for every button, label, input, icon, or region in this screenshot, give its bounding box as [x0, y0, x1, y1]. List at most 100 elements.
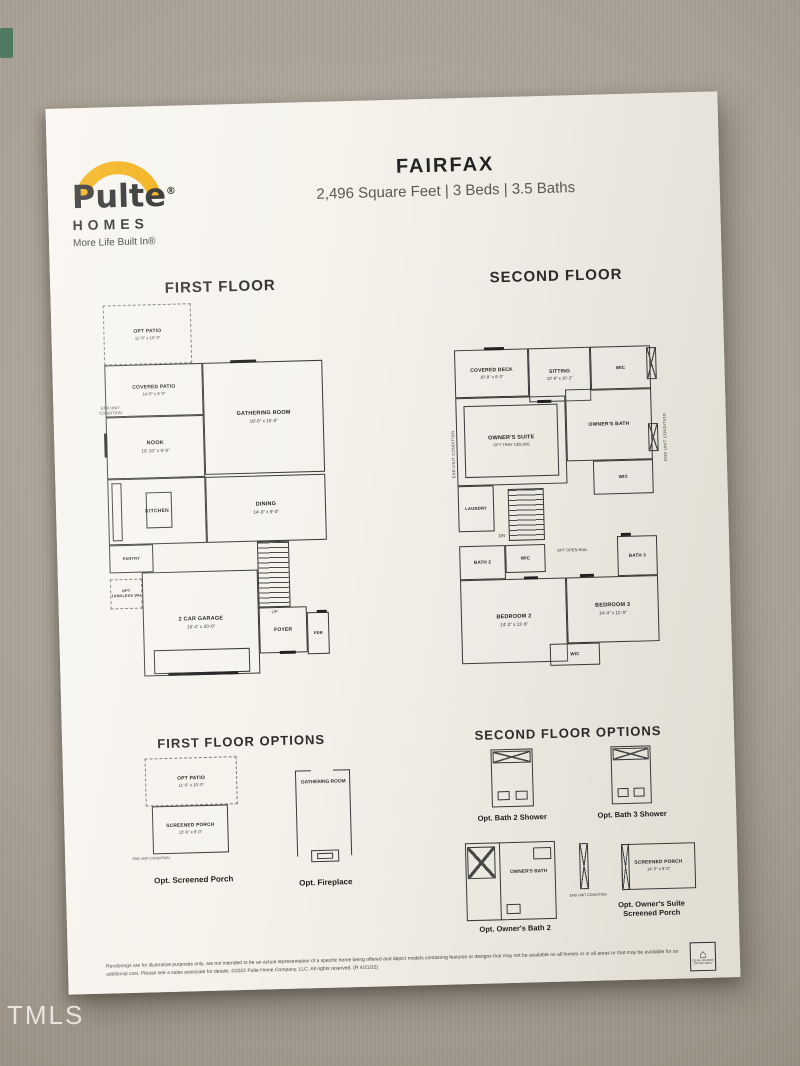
room-dims: 11'-6" x 10'-0"	[178, 781, 205, 788]
room-dims: 11'-0" x 10'-0"	[134, 334, 161, 341]
option-fireplace: GATHERING ROOM Opt. Fireplace	[285, 769, 364, 905]
room-pantry: PANTRY	[108, 544, 154, 574]
door-mark	[316, 609, 327, 614]
pulte-logo: Pulte® HOMES More Life Built In®	[71, 156, 233, 249]
heading-second-floor-options: SECOND FLOOR OPTIONS	[474, 723, 662, 743]
room-dims: 18'-0" x 15'-0"	[249, 417, 278, 424]
equal-housing-logo: ⌂ EQUAL HOUSING OPPORTUNITY	[689, 941, 717, 972]
open-rail-note: OPT OPEN RAIL	[556, 546, 588, 553]
hatch-box	[647, 423, 659, 452]
room-wic-b: WIC	[592, 459, 654, 495]
room-wic-a: WIC	[589, 345, 652, 391]
hatch-box	[645, 347, 657, 380]
stairs-dn	[507, 488, 545, 541]
room-laundry: LAUNDRY	[457, 485, 495, 533]
first-floor-plan: OPT PATIO 11'-0" x 10'-0" COVERED PATIO …	[99, 300, 333, 678]
room-owners-bath: OWNER'S BATH	[565, 387, 653, 462]
room-label: WIC	[618, 473, 629, 480]
option-screened-porch: OPT PATIO 11'-6" x 10'-0" SCREENED PORCH…	[133, 756, 251, 909]
room-label: PANTRY	[122, 556, 140, 562]
option-owners-bath-2: OWNER'S BATH Opt. Owner's Bath 2	[463, 840, 566, 944]
second-floor-plan: COVERED DECK 10'-8" x 8'-0" SITTING 10'-…	[424, 343, 668, 671]
heading-second-floor: SECOND FLOOR	[489, 265, 623, 287]
room-label: BATH 2	[473, 559, 492, 565]
tmls-watermark: TMLS	[7, 1000, 85, 1030]
room-label: BATH 3	[628, 552, 647, 558]
room-bath-3: BATH 3	[616, 535, 658, 577]
pulte-arc-icon	[74, 161, 162, 199]
room-label: WIC	[615, 364, 626, 371]
option-bath3-shower: Opt. Bath 3 Shower	[584, 745, 678, 837]
option-caption: Opt. Bath 2 Shower	[477, 812, 547, 823]
room-nook: NOOK 10'-10" x 8'-8"	[105, 414, 206, 480]
fireplace-inner	[317, 852, 334, 860]
option-caption: Opt. Owner's Bath 2	[479, 923, 551, 934]
end-unit-note: END UNIT CONDITION	[99, 405, 122, 416]
stairs-up	[256, 540, 291, 608]
wall-line	[294, 770, 311, 772]
page-subtitle: 2,496 Square Feet | 3 Beds | 3.5 Baths	[316, 179, 576, 203]
room-label: GATHERING ROOM	[300, 779, 346, 786]
room-label: WIC	[520, 555, 531, 561]
room-dims: 19'-4" x 20'-0"	[186, 623, 216, 629]
shower-hatch	[466, 846, 496, 880]
fixture-box	[617, 787, 629, 798]
room-dims: 14'-0" x 9'-0"	[253, 508, 280, 515]
door-mark	[537, 399, 552, 404]
fixture-box	[515, 790, 528, 800]
room-opt-tankless: OPT TANKLESS WH	[109, 578, 143, 610]
heading-first-floor: FIRST FLOOR	[164, 276, 276, 297]
wall-line	[348, 769, 353, 856]
option-bath2-shower: Opt. Bath 2 Shower	[466, 748, 556, 840]
room-pdr: PDR	[306, 611, 330, 655]
end-unit-hatch	[578, 843, 590, 890]
equal-housing-text: EQUAL HOUSING OPPORTUNITY	[692, 958, 714, 965]
window-mark	[104, 433, 108, 458]
room-dims: 10'-8" x 10'-2"	[546, 374, 573, 381]
flyer-paper: Pulte® HOMES More Life Built In® FAIRFAX…	[45, 91, 741, 995]
room-label: OWNER'S BATH	[588, 420, 630, 428]
end-unit-note: END UNIT CONDITION	[132, 855, 170, 861]
shower-hatch	[612, 747, 649, 761]
room-dims: 14'-0" x 8'-0"	[142, 390, 166, 397]
heading-first-floor-options: FIRST FLOOR OPTIONS	[157, 731, 326, 752]
door-mark	[279, 650, 296, 654]
room-opt-patio: OPT PATIO 11'-0" x 10'-0"	[102, 303, 193, 366]
registered-mark: ®	[165, 185, 177, 198]
end-unit-note: END UNIT CONDITION	[569, 892, 607, 898]
room-label: PDR	[313, 630, 323, 636]
garage-door-mark	[168, 671, 239, 676]
room-bedroom-3: BEDROOM 3 14'-4" x 11'-0"	[565, 575, 660, 644]
brand-name-text: Pulte	[71, 175, 167, 217]
room-dims: 10'-8" x 8'-0"	[479, 373, 504, 380]
room-dims: 13'-6" x 8'-0"	[178, 829, 203, 836]
room-wic-c: WIC	[505, 544, 546, 574]
door-mark	[579, 573, 594, 578]
option-caption: Opt. Screened Porch	[154, 874, 234, 886]
room-opt-patio: OPT PATIO 11'-6" x 10'-0"	[144, 756, 238, 807]
room-wic-d: WIC	[549, 642, 601, 666]
stairs-dn-label: DN	[498, 533, 506, 539]
room-owners-suite: OWNER'S SUITE OPT TRAY CEILING	[455, 395, 568, 487]
option-caption: Opt. Bath 3 Shower	[597, 808, 667, 820]
room-covered-deck: COVERED DECK 10'-8" x 8'-0"	[453, 348, 530, 399]
room-screened-porch: SCREENED PORCH 13'-6" x 8'-0"	[151, 804, 230, 855]
door-mark	[620, 532, 631, 537]
page-title: FAIRFAX	[395, 153, 495, 178]
fixture-box	[497, 791, 510, 801]
option-caption: Opt. Owner's Suite Screened Porch	[618, 898, 686, 919]
room-note: OPT TRAY CEILING	[493, 441, 530, 448]
kitchen-island	[145, 491, 173, 529]
room-label: WIC	[570, 651, 580, 657]
room-label: LAUNDRY	[465, 505, 488, 512]
kitchen-counter	[111, 483, 123, 542]
fixture-box	[506, 903, 521, 915]
shower-hatch	[492, 750, 531, 764]
fixture-box	[533, 846, 552, 860]
option-caption: Opt. Fireplace	[299, 877, 353, 888]
room-dims: 14'-2" x 11'-8"	[500, 621, 529, 627]
brand-name: Pulte®	[71, 174, 232, 216]
room-dims: 10'-10" x 8'-8"	[141, 447, 170, 454]
end-unit-note-right: END UNIT CONDITION	[661, 413, 668, 461]
brand-homes: HOMES	[72, 215, 150, 234]
